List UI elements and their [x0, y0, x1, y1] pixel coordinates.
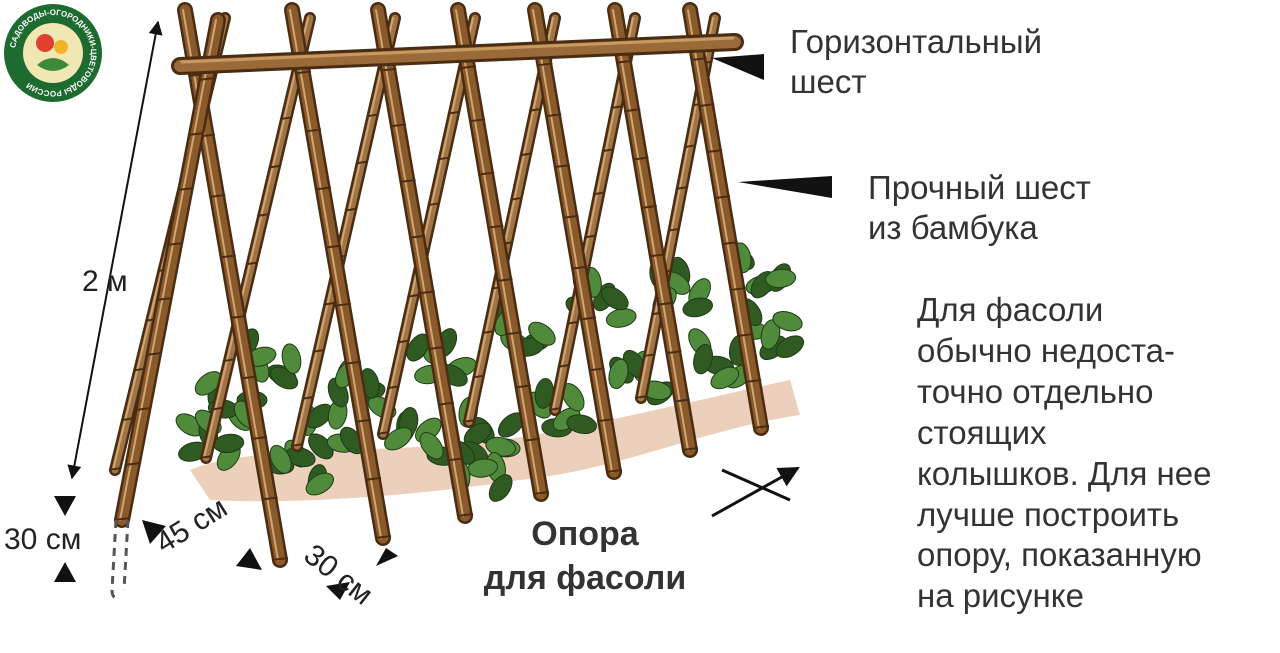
base-spacing-dimension [142, 520, 262, 570]
bamboo-pole [450, 2, 550, 502]
society-logo: САДОВОДЫ-ОГОРОДНИКИ-ЦВЕТОВОДЫ РОССИИ [4, 4, 102, 102]
bamboo-poles [108, 2, 770, 568]
bean-leaf [600, 286, 629, 311]
bean-leaf [281, 343, 302, 374]
pointer-bamboo-pole [738, 176, 832, 198]
label-bamboo-pole: Прочный шест из бамбука [868, 169, 1091, 246]
bean-leaf [305, 472, 334, 496]
bean-leaf [419, 432, 444, 460]
bamboo-pole [284, 2, 392, 546]
dimension-depth: 30 см [4, 523, 82, 556]
bean-leaf [608, 358, 629, 390]
dimension-height: 2 м [82, 265, 128, 298]
flower-icon [36, 34, 54, 52]
horizontal-pole [171, 33, 744, 75]
pole-spacing-dimension [326, 548, 398, 600]
bamboo-pole [682, 2, 770, 436]
bean-leaf [566, 414, 597, 435]
bean-leaf [710, 366, 740, 390]
bamboo-pole [607, 2, 699, 458]
bean-leaf [384, 427, 413, 451]
note-text: Для фасоли обычно недоста- точно отдельн… [917, 291, 1212, 615]
height-dimension [67, 20, 163, 480]
bamboo-pole [376, 12, 481, 440]
bean-leaf [693, 343, 714, 375]
pointer-horizontal-pole [712, 54, 764, 80]
bean-leaf [772, 311, 803, 332]
bean-leaf [765, 268, 797, 289]
bamboo-pole [527, 2, 623, 480]
leaf-icon [37, 58, 69, 71]
bean-leaf [682, 297, 713, 318]
bean-leaf [528, 321, 556, 346]
label-horizontal-pole: Горизонтальный шест [790, 23, 1043, 100]
depth-dimension [54, 496, 130, 600]
bamboo-pole [370, 2, 474, 524]
bean-leaf [488, 474, 513, 502]
diagram-caption: Опора для фасоли [483, 515, 687, 598]
row-direction-symbol [711, 466, 800, 518]
bean-leaf [775, 335, 805, 359]
bamboo-pole [199, 12, 316, 464]
bean-leaf [269, 444, 292, 474]
